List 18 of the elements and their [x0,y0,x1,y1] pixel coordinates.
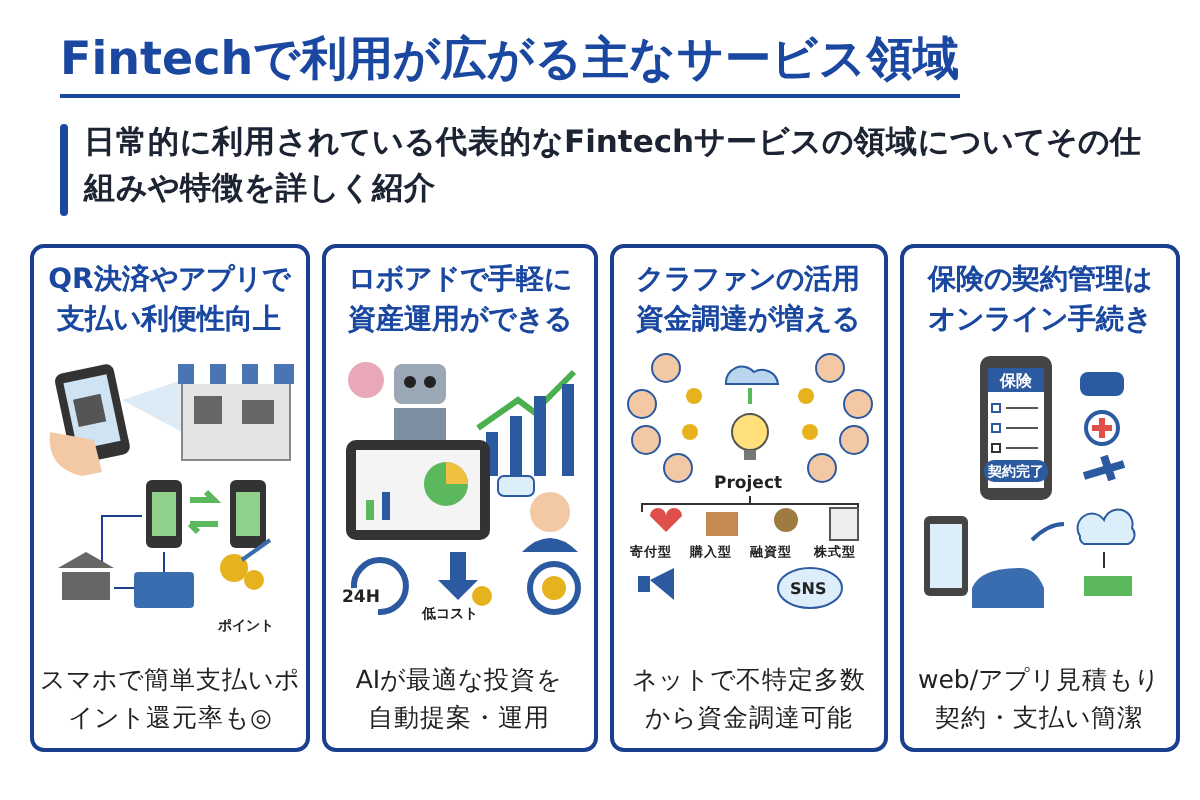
card-heading: ロボアドで手軽に資産運用ができる [346,262,574,340]
card-description: ネットで不特定多数から資金調達可能 [630,662,868,736]
card-heading: クラファンの活用資金調達が増える [634,262,862,340]
icon-caption: Project [714,474,783,494]
service-card [322,244,598,752]
card-description: AIが最適な投資を自動提案・運用 [353,662,565,736]
card-description: web/アプリ見積もり契約・支払い簡潔 [915,662,1163,736]
page-title: Fintechで利用が広がる主なサービス領域 [60,28,960,98]
card-heading: QR決済やアプリで支払い利便性向上 [48,262,290,340]
service-card [610,244,888,752]
card-description: スマホで簡単支払いポイント還元率も◎ [40,662,300,736]
card-heading: 保険の契約管理はオンライン手続き [925,262,1154,340]
service-card [30,244,310,752]
service-card [900,244,1180,752]
icon-caption: 24H [342,588,380,608]
lead-text: 日常的に利用されている代表的なFintechサービスの領域についてその仕組みや特徴を詳しく紹介 [84,122,1145,210]
icon-caption: 保険 [1000,370,1032,392]
icon-caption: SNS [790,580,827,598]
